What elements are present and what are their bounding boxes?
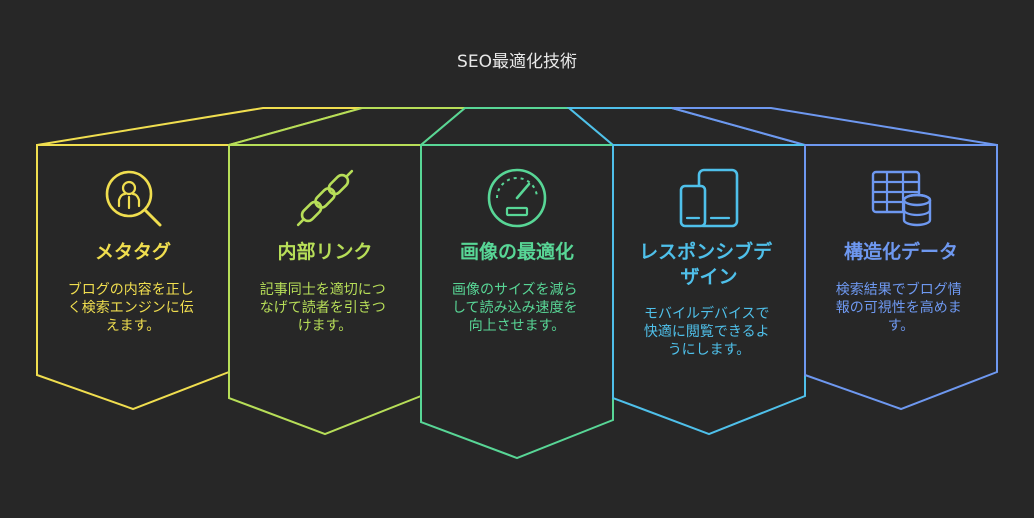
- card-shape: [612, 144, 806, 436]
- card-meta-tags: メタタグ ブログの内容を正し く検索エンジンに伝 えます。: [36, 144, 230, 411]
- table-database-icon: [871, 170, 932, 227]
- card-shape: [420, 144, 614, 460]
- card-description: ブログの内容を正し く検索エンジンに伝 えます。: [68, 281, 198, 334]
- link-chain-icon: [296, 169, 354, 227]
- card-image-optimization: 画像の最適化 画像のサイズを減ら して読み込み速度を 向上させます。: [420, 144, 614, 460]
- speedometer-icon: [487, 168, 547, 228]
- card-shape: [228, 144, 422, 436]
- card-description: 画像のサイズを減ら して読み込み速度を 向上させます。: [452, 281, 582, 334]
- card-shape: [36, 144, 230, 411]
- card-description: 検索結果でブログ情 報の可視性を高めま す。: [836, 281, 966, 334]
- card-description: 記事同士を適切につ なげて読者を引きつ けます。: [260, 281, 390, 334]
- card-lids: [36, 107, 998, 146]
- card-title: 構造化データ: [844, 240, 958, 263]
- card-title: 内部リンク: [277, 240, 372, 263]
- card-title: メタタグ: [95, 240, 171, 263]
- card-responsive-design: レスポンシブデ ザイン モバイルデバイスで 快適に閲覧できるよ うにします。: [612, 144, 806, 436]
- diagram-title: SEO最適化技術: [457, 52, 577, 72]
- card-internal-links: 内部リンク 記事同士を適切につ なげて読者を引きつ けます。: [228, 144, 422, 436]
- magnifier-icon: [105, 170, 162, 227]
- mobile-devices-icon: [679, 168, 739, 228]
- card-title: 画像の最適化: [460, 240, 574, 263]
- card-title: レスポンシブデ ザイン: [639, 240, 779, 288]
- card-structured-data: 構造化データ 検索結果でブログ情 報の可視性を高めま す。: [804, 144, 998, 411]
- card-description: モバイルデバイスで 快適に閲覧できるよ うにします。: [644, 305, 774, 358]
- card-shape: [804, 144, 998, 411]
